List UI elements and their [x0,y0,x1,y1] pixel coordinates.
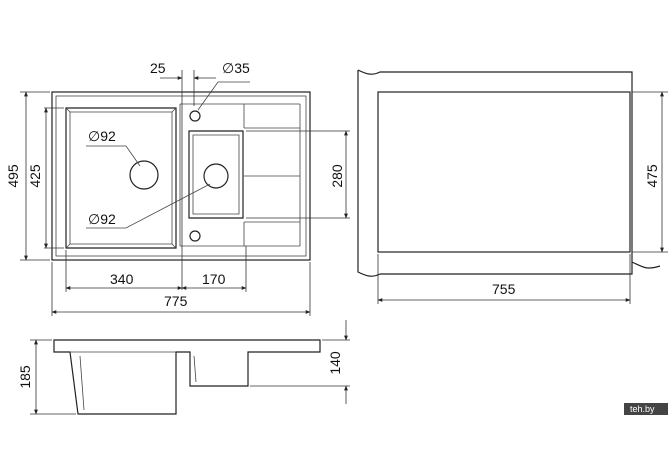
dim-small-bowl-height: 280 [329,164,345,188]
side-view: 185 140 [17,320,350,415]
dim-total-height: 495 [5,164,21,188]
tap-hole-top [189,110,201,122]
sink-outline [51,91,311,261]
dim-hole-offset: 25 [150,60,166,76]
cutout-view: 755 475 [357,69,668,304]
dim-tap-hole: ∅35 [222,60,250,76]
watermark-text: teh.by [630,404,655,414]
drainboard-grooves [179,103,301,247]
large-bowl-drain [129,160,159,190]
dim-drain-large: ∅92 [88,128,116,144]
small-bowl [188,130,244,219]
dim-small-bowl-width: 170 [202,271,226,287]
dim-total-width: 775 [164,293,188,309]
large-bowl [65,107,177,249]
watermark: teh.by [624,403,668,415]
dim-cutout-height: 475 [644,164,660,188]
dim-drain-small: ∅92 [88,211,116,227]
dim-cutout-width: 755 [492,281,516,297]
top-view: 25 ∅35 ∅92 ∅92 340 170 775 495 425 280 [5,60,350,316]
small-bowl-drain [203,163,229,189]
cutout-rect [377,91,631,253]
countertop-edge [357,69,661,269]
dim-large-bowl-width: 340 [110,271,134,287]
dim-large-bowl-depth: 185 [17,365,33,389]
sink-rim [55,95,307,257]
sink-profile [53,339,321,415]
dim-inner-height: 425 [27,164,43,188]
dim-small-bowl-depth: 140 [327,351,343,375]
tap-hole-bottom [189,230,201,242]
